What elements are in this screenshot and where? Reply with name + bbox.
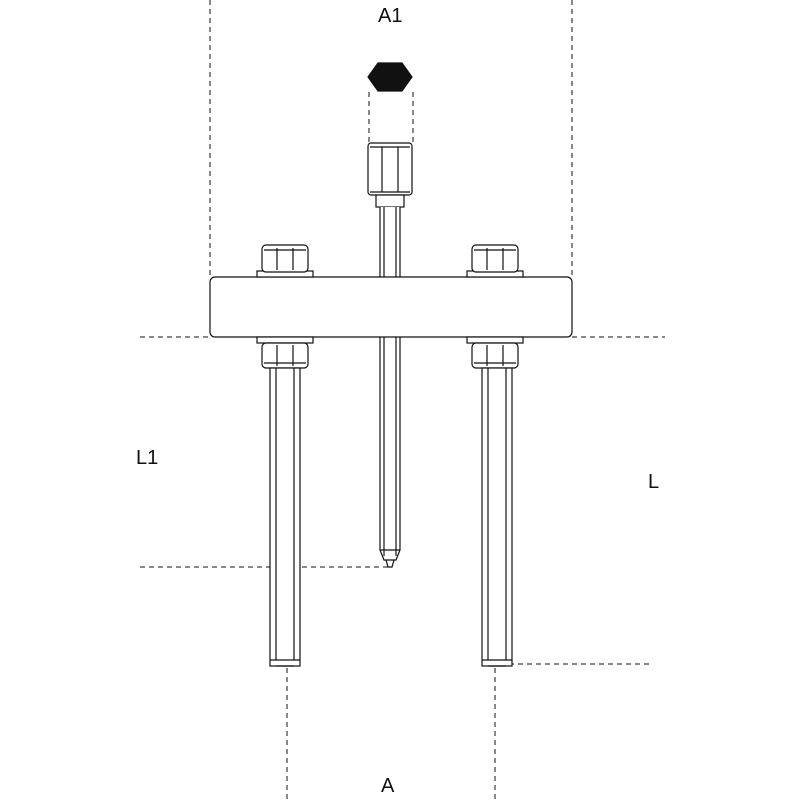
hex-key-icon: [367, 62, 413, 92]
dimension-label-l: L: [648, 471, 660, 493]
left-bottom-nut: [261, 342, 309, 369]
dimension-lines: [140, 0, 665, 800]
right-bottom-washer: [466, 336, 524, 344]
dimension-label-a1: A1: [378, 5, 403, 27]
forcing-screw: [367, 142, 413, 568]
right-top-nut: [471, 244, 519, 273]
right-leg-rod: [481, 367, 513, 667]
dimension-label-a: A: [381, 775, 395, 797]
cross-bar: [209, 276, 573, 338]
screw-tip: [385, 559, 395, 568]
left-top-nut: [261, 244, 309, 273]
right-bottom-nut: [471, 342, 519, 369]
left-leg: [256, 244, 314, 667]
coupling-nut: [367, 142, 413, 196]
left-leg-rod: [269, 367, 301, 667]
screw-shaft: [379, 207, 401, 561]
dimension-label-l1: L1: [136, 447, 159, 469]
right-leg: [466, 244, 524, 667]
left-bottom-washer: [256, 336, 314, 344]
screw-collar: [375, 194, 405, 208]
